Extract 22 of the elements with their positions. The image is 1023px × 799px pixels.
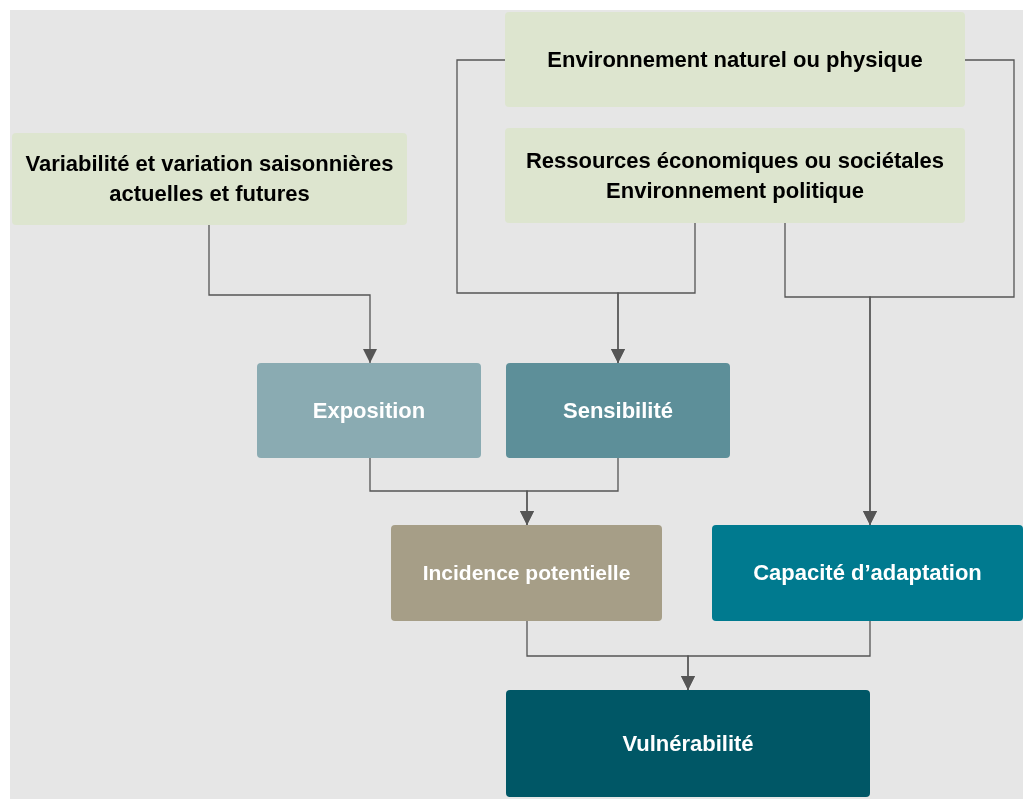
box-label: Sensibilité — [562, 396, 673, 425]
box-label: Environnement naturel ou physique — [547, 45, 923, 74]
process-box — [257, 363, 481, 458]
process-box — [506, 690, 870, 797]
process-box — [12, 133, 407, 225]
process-box — [505, 128, 965, 223]
process-box — [506, 363, 730, 458]
box-label: Exposition — [312, 396, 426, 425]
box-label: Incidence potentielle — [422, 559, 631, 586]
arrow — [681, 620, 871, 691]
process-box — [391, 525, 662, 621]
process-box — [505, 12, 965, 107]
arrow — [611, 222, 696, 364]
box-label: Variabilité et variation saisonnières actuelles et futures — [24, 150, 395, 208]
box-label: Ressources économiques ou sociétales — [525, 146, 945, 175]
arrow — [208, 224, 377, 364]
process-box — [712, 525, 1023, 621]
arrow — [520, 457, 619, 526]
box-label: Environnement politique — [606, 176, 864, 205]
box-label: Vulnérabilité — [622, 729, 754, 758]
arrow — [784, 222, 877, 526]
box-label: Capacité d’adaptation — [753, 559, 982, 588]
